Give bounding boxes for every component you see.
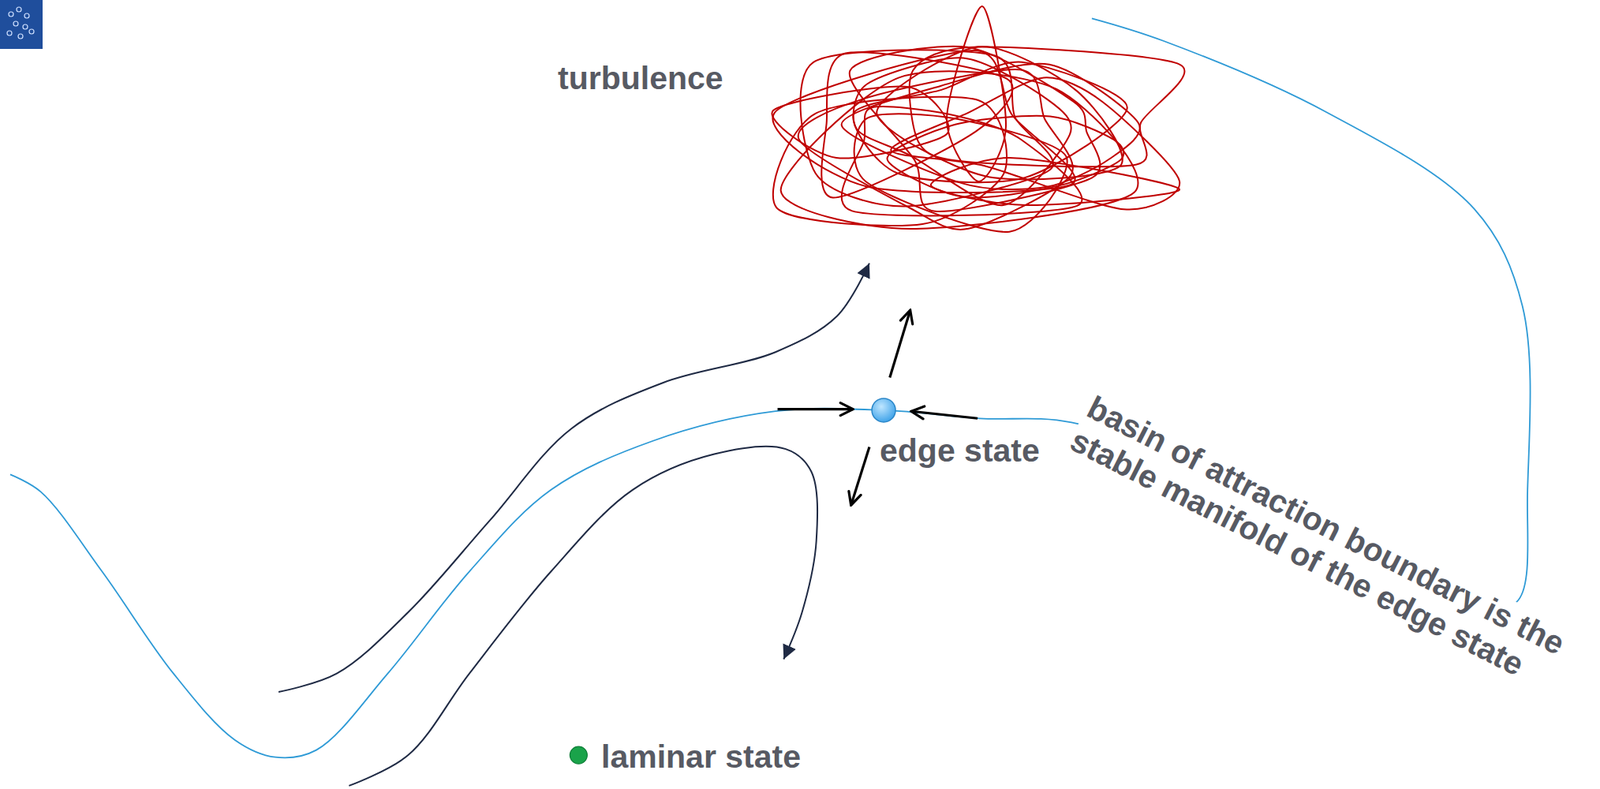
laminar-state-dot: [569, 746, 587, 764]
trajectory: [348, 446, 818, 786]
turbulence-label: turbulence: [556, 59, 726, 98]
turbulence-scribble: [771, 6, 1185, 232]
logo: [0, 0, 43, 49]
boundary-note: basin of attraction boundary is the stab…: [1062, 388, 1600, 718]
flow-arrow: [889, 310, 911, 378]
basin-boundary: [10, 18, 1531, 758]
flow-arrow: [851, 446, 870, 505]
edge-state-dot: [871, 398, 896, 423]
trajectory: [278, 263, 870, 692]
edge-state-label: edge state: [878, 432, 1042, 470]
laminar-state-label: laminar state: [599, 738, 803, 776]
flow-arrow: [911, 411, 978, 419]
flow-arrow: [777, 407, 854, 411]
